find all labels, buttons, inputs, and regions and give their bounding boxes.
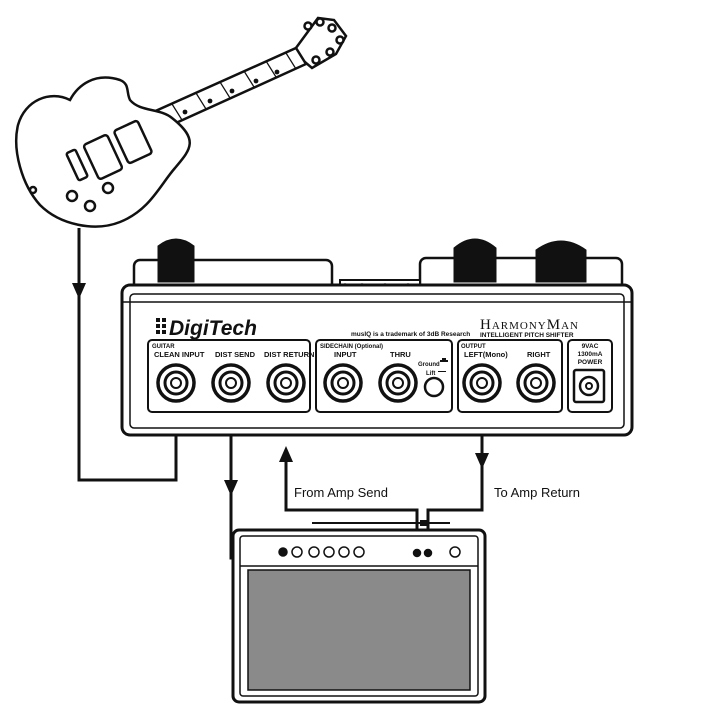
power-jack[interactable] [572,368,606,404]
jack-clean-input[interactable] [156,363,196,403]
label-from-amp-send: From Amp Send [294,485,388,500]
group-label-output: OUTPUT [461,344,486,350]
jack-dist-send[interactable] [211,363,251,403]
label-power: POWER [578,359,603,366]
jack-thru[interactable] [378,363,418,403]
amp-controls [278,546,461,558]
pedal-jacks [156,363,606,404]
knob-middle-icon[interactable] [453,238,497,283]
brand-logo-text: DigiTech [169,317,257,340]
group-label-guitar: GUITAR [152,344,175,350]
label-thru: THRU [390,350,411,359]
amp-fx-return-jack[interactable] [423,548,433,558]
label-lift: Lift [426,371,435,377]
label-power-voltage: 9VAC [582,343,599,350]
label-dist-return: DIST RETURN [264,350,314,359]
digitech-logo: DigiTech [156,317,257,340]
arrow-down-guitar-icon [72,283,86,299]
label-dist-send: DIST SEND [215,350,256,359]
jack-output-left[interactable] [462,363,502,403]
label-left-mono: LEFT(Mono) [464,350,508,359]
product-subtitle: INTELLIGENT PITCH SHIFTER [480,332,574,339]
label-right: RIGHT [527,350,551,359]
jack-output-right[interactable] [516,363,556,403]
amp-fx-send-jack[interactable] [412,548,422,558]
trademark-note: musIQ is a trademark of 3dB Research [351,331,470,338]
arrow-down-dist-send-icon [224,480,238,496]
amplifier [231,520,487,704]
jack-sidechain-input[interactable] [323,363,363,403]
amp-knob-1[interactable] [291,546,303,558]
arrow-down-output-icon [475,453,489,469]
label-power-current: 1300mA [578,351,603,358]
ground-symbol-icon [440,358,448,362]
arrow-up-dist-return-icon [279,446,293,462]
knob-left-icon[interactable] [157,238,195,283]
label-sidechain-input: INPUT [334,350,357,359]
label-clean-input: CLEAN INPUT [154,350,205,359]
product-name: HarmonyMan [480,317,579,333]
label-to-amp-return: To Amp Return [494,485,580,500]
ground-lift-switch[interactable] [423,376,445,398]
amp-grille [247,569,471,691]
lift-symbol-icon [438,371,446,372]
knob-right-icon[interactable] [535,240,587,283]
pedal [120,238,634,437]
cable-arrows [72,283,489,496]
amp-knob-5[interactable] [353,546,365,558]
amp-knob-4[interactable] [338,546,350,558]
jack-dist-return[interactable] [266,363,306,403]
label-ground: Ground [418,362,440,368]
amp-knob-2[interactable] [308,546,320,558]
group-label-sidechain: SIDECHAIN (Optional) [320,344,383,350]
guitar-illustration [15,16,348,228]
pedal-labels: DigiTech musIQ is a trademark of 3dB Res… [152,317,603,377]
amp-input-jack[interactable] [278,547,288,557]
amp-power-switch[interactable] [449,546,461,558]
amp-knob-3[interactable] [323,546,335,558]
